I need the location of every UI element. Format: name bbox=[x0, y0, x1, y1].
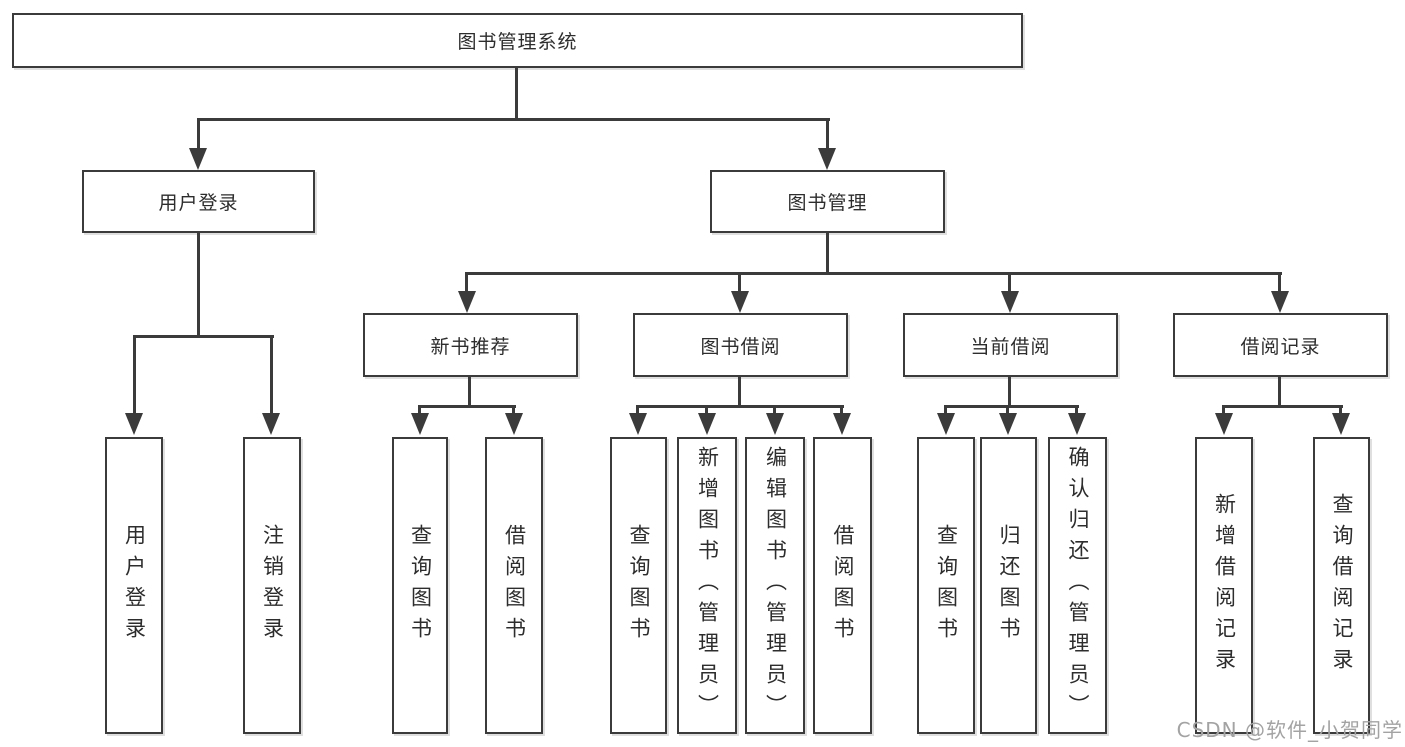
connector-line bbox=[1008, 272, 1011, 293]
arrow-down-icon bbox=[731, 291, 749, 313]
connector-line bbox=[468, 377, 471, 405]
node-label: 当前借阅 bbox=[970, 335, 1051, 358]
connector-line bbox=[466, 272, 1282, 275]
connector-line bbox=[512, 405, 515, 417]
arrow-down-icon bbox=[262, 413, 280, 435]
arrow-down-icon bbox=[1215, 413, 1233, 435]
arrow-down-icon bbox=[698, 413, 716, 435]
node-current-borrowing: 当前借阅 bbox=[903, 313, 1118, 377]
leaf-label: 查询图书 bbox=[627, 523, 651, 648]
connector-line bbox=[270, 335, 273, 415]
connector-line bbox=[515, 68, 518, 118]
connector-line bbox=[197, 118, 830, 121]
node-book-management: 图书管理 bbox=[710, 170, 945, 233]
arrow-down-icon bbox=[766, 413, 784, 435]
arrow-down-icon bbox=[189, 148, 207, 170]
leaf-label: 编辑图书（管理员） bbox=[763, 446, 788, 725]
csdn-watermark: CSDN @软件_小贺同学 bbox=[1176, 718, 1403, 742]
leaf-label: 新增借阅记录 bbox=[1212, 492, 1237, 679]
leaf-add-book-admin: 新增图书（管理员） bbox=[677, 437, 737, 734]
leaf-confirm-return-admin: 确认归还（管理员） bbox=[1048, 437, 1107, 734]
leaf-label: 借阅图书 bbox=[831, 523, 855, 648]
connector-line bbox=[418, 405, 421, 417]
leaf-label: 用户登录 bbox=[122, 523, 147, 648]
connector-line bbox=[1006, 405, 1009, 417]
connector-line bbox=[636, 405, 639, 417]
leaf-query-book-borrow: 查询图书 bbox=[610, 437, 667, 734]
leaf-label: 查询借阅记录 bbox=[1330, 492, 1354, 679]
node-book-borrowing: 图书借阅 bbox=[633, 313, 848, 377]
connector-line bbox=[1008, 377, 1011, 405]
connector-line bbox=[773, 405, 776, 417]
arrow-down-icon bbox=[1271, 291, 1289, 313]
node-user-login: 用户登录 bbox=[82, 170, 315, 233]
arrow-down-icon bbox=[1001, 291, 1019, 313]
arrow-down-icon bbox=[125, 413, 143, 435]
node-label: 新书推荐 bbox=[430, 335, 511, 358]
arrow-down-icon bbox=[999, 413, 1017, 435]
connector-line bbox=[1222, 405, 1225, 417]
connector-line bbox=[1339, 405, 1342, 417]
arrow-down-icon bbox=[629, 413, 647, 435]
connector-line bbox=[840, 405, 843, 417]
leaf-label: 归还图书 bbox=[997, 523, 1021, 648]
connector-line bbox=[418, 405, 516, 408]
arrow-down-icon bbox=[937, 413, 955, 435]
connector-line bbox=[133, 335, 136, 415]
leaf-query-book-current: 查询图书 bbox=[917, 437, 975, 734]
node-label: 用户登录 bbox=[158, 192, 239, 214]
connector-line bbox=[1075, 405, 1078, 417]
leaf-logout-login: 注销登录 bbox=[243, 437, 301, 734]
connector-line bbox=[826, 233, 829, 272]
leaf-label: 借阅图书 bbox=[502, 523, 527, 648]
arrow-down-icon bbox=[818, 148, 836, 170]
connector-line bbox=[637, 405, 844, 408]
leaf-label: 查询图书 bbox=[934, 523, 959, 648]
connector-line bbox=[133, 335, 274, 338]
connector-line bbox=[738, 377, 741, 405]
connector-line bbox=[944, 405, 1079, 408]
connector-line bbox=[944, 405, 947, 417]
leaf-borrow-book: 借阅图书 bbox=[813, 437, 872, 734]
arrow-down-icon bbox=[1068, 413, 1086, 435]
node-label: 借阅记录 bbox=[1240, 335, 1321, 358]
arrow-down-icon bbox=[833, 413, 851, 435]
leaf-label: 注销登录 bbox=[260, 523, 285, 648]
connector-line bbox=[738, 272, 741, 293]
connector-line bbox=[465, 272, 468, 293]
node-root-library-system: 图书管理系统 bbox=[12, 13, 1023, 68]
node-new-book-recommend: 新书推荐 bbox=[363, 313, 578, 377]
connector-line bbox=[1278, 272, 1281, 293]
arrow-down-icon bbox=[505, 413, 523, 435]
leaf-user-login: 用户登录 bbox=[105, 437, 163, 734]
leaf-return-book: 归还图书 bbox=[980, 437, 1037, 734]
arrow-down-icon bbox=[411, 413, 429, 435]
node-borrowing-records: 借阅记录 bbox=[1173, 313, 1388, 377]
connector-line bbox=[197, 118, 200, 150]
leaf-edit-book-admin: 编辑图书（管理员） bbox=[745, 437, 805, 734]
leaf-query-book-recommend: 查询图书 bbox=[392, 437, 448, 734]
node-label: 图书管理 bbox=[787, 192, 868, 214]
connector-line bbox=[1278, 377, 1281, 405]
connector-line bbox=[197, 233, 200, 335]
node-label: 图书借阅 bbox=[700, 335, 781, 358]
leaf-label: 查询图书 bbox=[408, 523, 433, 648]
node-label: 图书管理系统 bbox=[457, 31, 578, 53]
arrow-down-icon bbox=[458, 291, 476, 313]
connector-line bbox=[705, 405, 708, 417]
leaf-label: 确认归还（管理员） bbox=[1066, 446, 1090, 725]
arrow-down-icon bbox=[1332, 413, 1350, 435]
connector-line bbox=[1222, 405, 1343, 408]
leaf-label: 新增图书（管理员） bbox=[695, 446, 720, 725]
leaf-add-borrow-record: 新增借阅记录 bbox=[1195, 437, 1253, 734]
connector-line bbox=[826, 118, 829, 150]
leaf-borrow-book-recommend: 借阅图书 bbox=[485, 437, 543, 734]
leaf-query-borrow-record: 查询借阅记录 bbox=[1313, 437, 1370, 734]
